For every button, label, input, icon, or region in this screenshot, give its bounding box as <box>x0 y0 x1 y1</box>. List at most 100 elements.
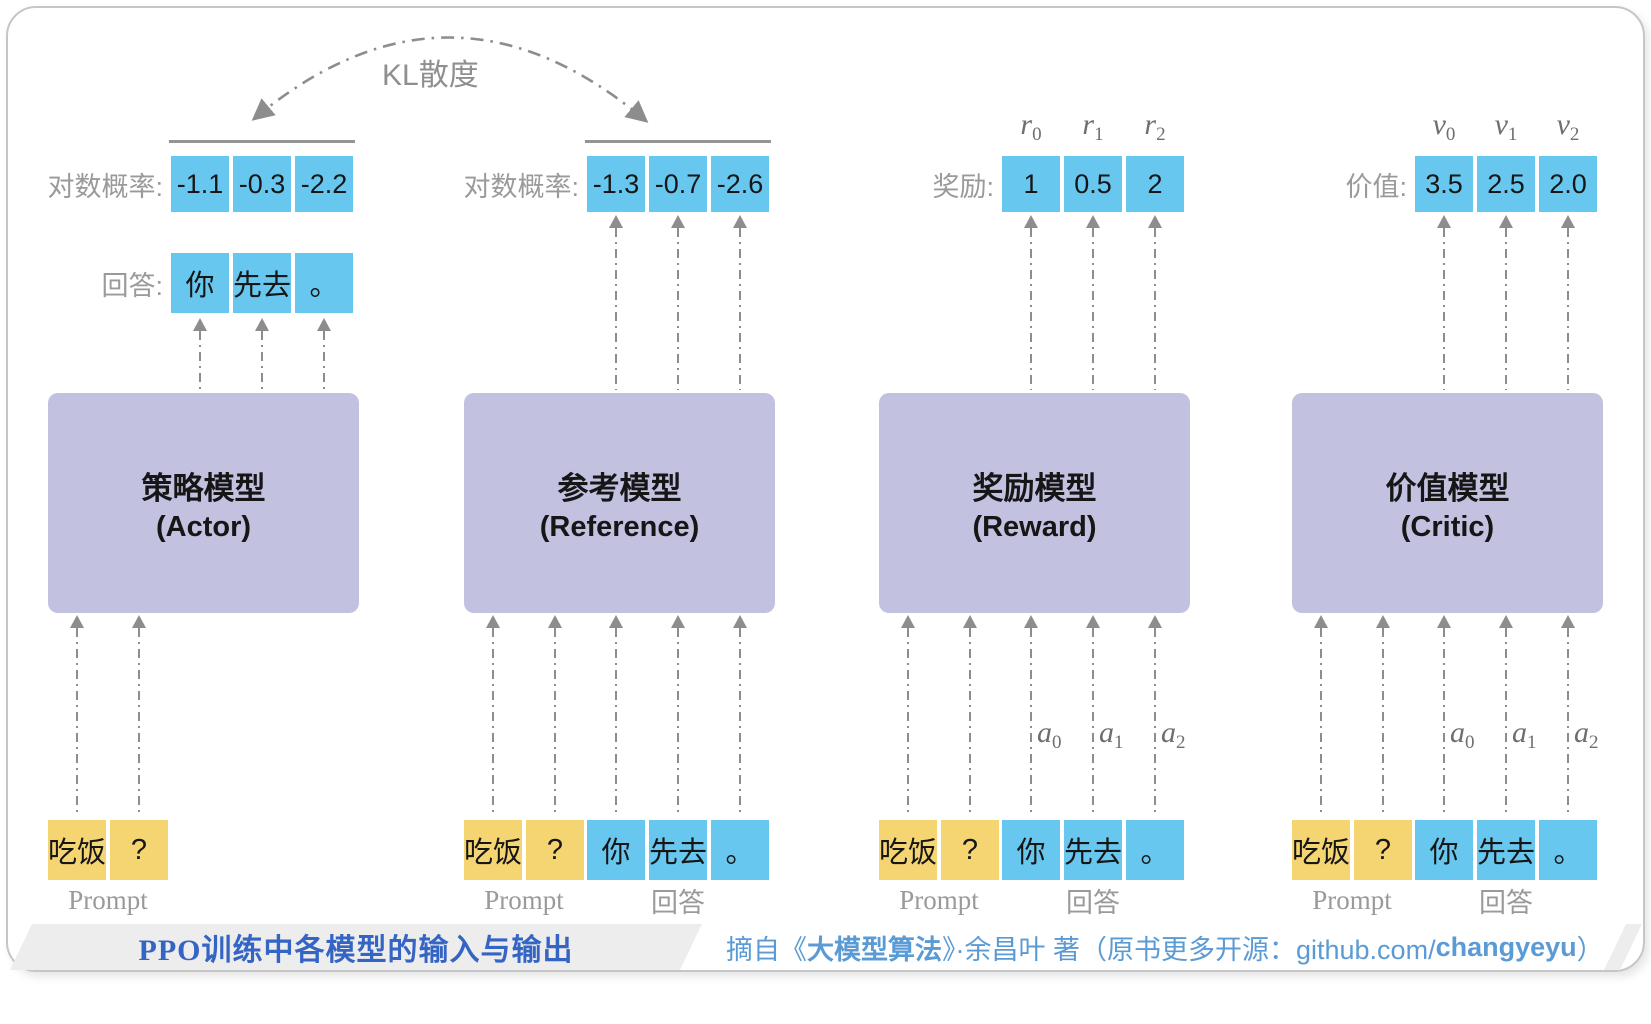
reference-title-cn: 参考模型 <box>557 470 682 506</box>
actor-answer-label: 回答: <box>101 270 163 301</box>
credit-prefix: 摘自《 <box>726 934 807 965</box>
reference-output-label: 对数概率: <box>463 171 579 202</box>
up-arrow-icon <box>1499 615 1513 815</box>
up-arrow-icon <box>1148 615 1162 815</box>
up-arrow-icon <box>1086 215 1100 390</box>
dash-dot-line <box>554 628 556 815</box>
reward-value: 0.5 <box>1064 156 1122 212</box>
dash-dot-line <box>261 331 263 390</box>
arrowhead-icon <box>1148 615 1162 628</box>
up-arrow-icon <box>1561 215 1575 390</box>
up-arrow-icon <box>901 615 915 815</box>
arrowhead-icon <box>1561 215 1575 228</box>
reference-answer-token: 你 <box>587 820 645 880</box>
reference-logprob-value: -1.3 <box>587 156 645 212</box>
up-arrow-icon <box>733 615 747 815</box>
critic-prompt-token: ? <box>1354 820 1412 880</box>
critic-action-label: a1 <box>1512 716 1537 753</box>
actor-logprob-value: -1.1 <box>171 156 229 212</box>
credit-book-title: 大模型算法 <box>807 934 942 965</box>
reward-answer-token: 先去 <box>1064 820 1122 880</box>
reference-answer-bottom-label: 回答 <box>651 887 705 918</box>
critic-answer-token: 。 <box>1539 820 1597 880</box>
dash-dot-line <box>492 628 494 815</box>
dash-dot-line <box>1030 628 1032 815</box>
dash-dot-line <box>739 228 741 390</box>
arrowhead-icon <box>609 615 623 628</box>
arrowhead-icon <box>1376 615 1390 628</box>
arrowhead-icon <box>1086 215 1100 228</box>
reference-answer-token: 先去 <box>649 820 707 880</box>
reference-prompt-token: ? <box>526 820 584 880</box>
up-arrow-icon <box>1024 215 1038 390</box>
arrowhead-icon <box>1086 615 1100 628</box>
up-arrow-icon <box>486 615 500 815</box>
dash-dot-line <box>1505 628 1507 815</box>
footer-caption-band: PPO训练中各模型的输入与输出 <box>10 924 702 970</box>
reference-logprob-value: -2.6 <box>711 156 769 212</box>
critic-head-label: v2 <box>1556 108 1580 145</box>
dash-dot-line <box>1154 228 1156 390</box>
up-arrow-icon <box>1376 615 1390 815</box>
dash-dot-line <box>677 228 679 390</box>
actor-prompt-label: Prompt <box>68 884 148 915</box>
up-arrow-icon <box>671 615 685 815</box>
dash-dot-line <box>138 628 140 815</box>
reward-answer-bottom-label: 回答 <box>1066 887 1120 918</box>
dash-dot-line <box>677 628 679 815</box>
actor-logprob-value: -0.3 <box>233 156 291 212</box>
kl-divergence-label: KL散度 <box>382 59 479 92</box>
up-arrow-icon <box>1499 215 1513 390</box>
critic-head-label: v0 <box>1432 108 1456 145</box>
critic-prompt-label: Prompt <box>1312 884 1392 915</box>
reward-value: 2 <box>1126 156 1184 212</box>
dash-dot-line <box>1567 628 1569 815</box>
dash-dot-line <box>615 628 617 815</box>
reference-logprob-value: -0.7 <box>649 156 707 212</box>
actor-output-label: 对数概率: <box>47 171 163 202</box>
dash-dot-line <box>907 628 909 815</box>
critic-head-label: v1 <box>1494 108 1518 145</box>
kl-divergence-arc-icon <box>251 36 649 123</box>
dash-dot-line <box>1443 628 1445 815</box>
arrowhead-icon <box>1437 215 1451 228</box>
arrowhead-icon <box>1499 215 1513 228</box>
arrowhead-icon <box>671 215 685 228</box>
up-arrow-icon <box>1086 615 1100 815</box>
dash-dot-line <box>1092 628 1094 815</box>
dash-dot-line <box>1443 228 1445 390</box>
reward-answer-token: 。 <box>1126 820 1184 880</box>
up-arrow-icon <box>548 615 562 815</box>
actor-answer-token: 。 <box>295 253 353 313</box>
arrowhead-icon <box>132 615 146 628</box>
reward-action-label: a0 <box>1037 716 1062 753</box>
reward-model-block: 奖励模型 (Reward) <box>879 393 1190 613</box>
reward-title-cn: 奖励模型 <box>972 470 1097 506</box>
actor-logprob-value: -2.2 <box>295 156 353 212</box>
reference-title-en: (Reference) <box>539 510 700 543</box>
arrowhead-icon <box>1437 615 1451 628</box>
critic-answer-token: 先去 <box>1477 820 1535 880</box>
up-arrow-icon <box>1437 615 1451 815</box>
arrowhead-icon <box>70 615 84 628</box>
credit-github-handle: changyeyu <box>1435 931 1577 962</box>
actor-title-en: (Actor) <box>155 510 252 543</box>
arrowhead-icon <box>1314 615 1328 628</box>
reference-prompt-label: Prompt <box>484 884 564 915</box>
arrowhead-icon <box>671 615 685 628</box>
reward-output-label: 奖励: <box>932 171 994 202</box>
actor-prompt-token: 吃饭 <box>48 820 106 880</box>
reward-head-label: r2 <box>1144 108 1166 145</box>
actor-answer-token: 你 <box>171 253 229 313</box>
arrowhead-icon <box>1561 615 1575 628</box>
dash-dot-line <box>739 628 741 815</box>
arrowhead-icon <box>193 318 207 331</box>
dash-dot-line <box>199 331 201 390</box>
reward-value: 1 <box>1002 156 1060 212</box>
up-arrow-icon <box>963 615 977 815</box>
arrowhead-icon <box>317 318 331 331</box>
diagram-border-frame <box>6 6 1645 972</box>
up-arrow-icon <box>1437 215 1451 390</box>
up-arrow-icon <box>317 318 331 390</box>
